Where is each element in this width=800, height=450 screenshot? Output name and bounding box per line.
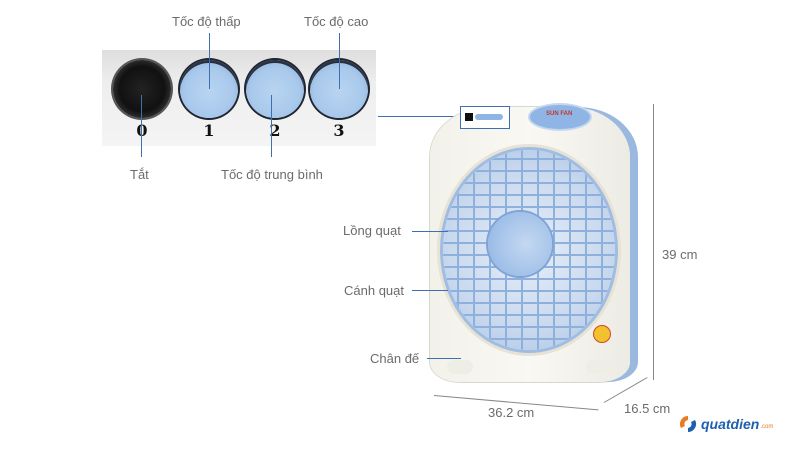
leader-line-base bbox=[427, 358, 461, 359]
label-high-speed: Tốc độ cao bbox=[304, 14, 369, 29]
depth-dimension-line bbox=[603, 377, 648, 403]
mini-knobs-speed bbox=[475, 114, 503, 120]
leader-line-panel-to-fan bbox=[378, 116, 460, 117]
leader-line-high-speed bbox=[339, 33, 340, 89]
quatdien-logo: quatdien .com bbox=[678, 413, 773, 435]
knob-off bbox=[113, 60, 171, 118]
label-base: Chân đế bbox=[370, 351, 420, 366]
mini-knob-off bbox=[465, 113, 473, 121]
height-dimension-label: 39 cm bbox=[662, 247, 698, 262]
leader-line-off bbox=[141, 95, 142, 157]
leader-line-medium-speed bbox=[271, 95, 272, 157]
brand-badge-text: SUN FAN bbox=[546, 111, 573, 117]
knob-number-2: 2 bbox=[269, 121, 281, 140]
leader-line-blades bbox=[412, 290, 448, 291]
leader-line-cage bbox=[412, 231, 448, 232]
logo-swirl-icon bbox=[679, 415, 697, 433]
fan-control-box bbox=[460, 106, 510, 129]
logo-text: quatdien bbox=[701, 416, 760, 432]
label-medium-speed: Tốc độ trung bình bbox=[221, 167, 323, 182]
leader-line-low-speed bbox=[209, 33, 210, 89]
width-dimension-label: 36.2 cm bbox=[488, 405, 535, 420]
knob-number-0: 0 bbox=[113, 121, 171, 140]
logo-suffix: .com bbox=[760, 424, 774, 430]
brand-badge: SUN FAN bbox=[530, 105, 590, 129]
quality-seal-icon bbox=[594, 326, 610, 342]
knob-speed-2 bbox=[246, 60, 304, 118]
knob-number-3: 3 bbox=[333, 121, 345, 140]
fan-foot-right bbox=[586, 360, 612, 374]
label-low-speed: Tốc độ thấp bbox=[172, 14, 241, 29]
control-panel-closeup: 0 1 2 3 bbox=[102, 50, 376, 146]
label-blades: Cánh quạt bbox=[344, 283, 404, 298]
label-cage: Lồng quạt bbox=[343, 223, 401, 238]
fan-foot-left bbox=[447, 360, 473, 374]
fan-hub bbox=[488, 212, 552, 276]
depth-dimension-label: 16.5 cm bbox=[624, 401, 671, 416]
knob-number-1: 1 bbox=[203, 121, 215, 140]
label-off: Tắt bbox=[130, 167, 149, 182]
height-dimension-line bbox=[653, 104, 654, 380]
